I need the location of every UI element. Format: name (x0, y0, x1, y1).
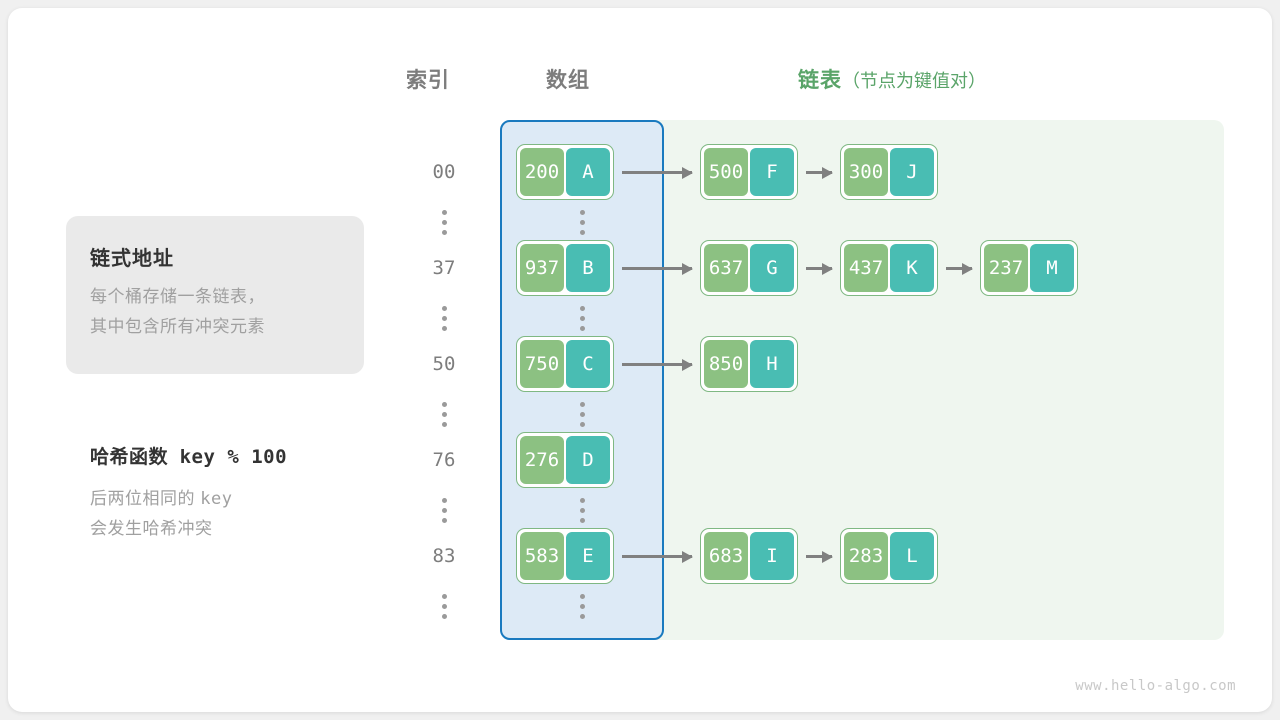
link-arrow (806, 166, 833, 179)
header-array: 数组 (546, 69, 590, 92)
header-linked-list: 链表（节点为键值对） (798, 64, 986, 94)
node-value: J (890, 148, 934, 196)
node-value: D (566, 436, 610, 484)
info-card-line-2: 其中包含所有冲突元素 (90, 317, 265, 336)
row-index-label: 83 (432, 545, 456, 567)
array-ellipsis (575, 402, 589, 428)
node-value: L (890, 532, 934, 580)
row-index-label: 37 (432, 257, 456, 279)
hash-function-line-1-mono: key (200, 489, 233, 509)
row-index-label: 00 (432, 161, 456, 183)
index-ellipsis (437, 306, 451, 332)
node-key: 583 (520, 532, 564, 580)
array-ellipsis (575, 594, 589, 620)
node-value: C (566, 340, 610, 388)
index-ellipsis (437, 498, 451, 524)
hash-function-line-1-prefix: 后两位相同的 (90, 489, 195, 508)
node-value: A (566, 148, 610, 196)
node-key: 237 (984, 244, 1028, 292)
index-ellipsis (437, 594, 451, 620)
link-arrow (622, 550, 693, 563)
node-value: I (750, 532, 794, 580)
node-value: F (750, 148, 794, 196)
node-key: 937 (520, 244, 564, 292)
index-ellipsis (437, 402, 451, 428)
hash-function-body: 后两位相同的 key 会发生哈希冲突 (90, 484, 232, 544)
link-arrow (806, 550, 833, 563)
node-value: E (566, 532, 610, 580)
node-value: B (566, 244, 610, 292)
node-key: 300 (844, 148, 888, 196)
link-arrow (622, 358, 693, 371)
node-key: 200 (520, 148, 564, 196)
array-ellipsis (575, 210, 589, 236)
node-value: G (750, 244, 794, 292)
hash-function-label: 哈希函数 (90, 447, 169, 468)
header-linked-list-label: 链表 (798, 69, 842, 92)
hash-function-line-2: 会发生哈希冲突 (90, 519, 213, 538)
info-card-line-1: 每个桶存储一条链表， (90, 287, 265, 306)
node-value: K (890, 244, 934, 292)
array-ellipsis (575, 498, 589, 524)
header-linked-list-note: （节点为键值对） (842, 71, 986, 91)
node-key: 500 (704, 148, 748, 196)
watermark: www.hello-algo.com (1075, 678, 1236, 694)
hash-function-title: 哈希函数 key % 100 (90, 442, 287, 469)
node-key: 437 (844, 244, 888, 292)
node-value: H (750, 340, 794, 388)
diagram-canvas: 索引 数组 链表（节点为键值对） 链式地址 每个桶存储一条链表， 其中包含所有冲… (8, 8, 1272, 712)
node-key: 276 (520, 436, 564, 484)
hash-function-formula: key % 100 (179, 446, 288, 468)
node-key: 683 (704, 532, 748, 580)
node-key: 850 (704, 340, 748, 388)
node-key: 637 (704, 244, 748, 292)
node-key: 750 (520, 340, 564, 388)
row-index-label: 76 (432, 449, 456, 471)
link-arrow (806, 262, 833, 275)
index-ellipsis (437, 210, 451, 236)
link-arrow (946, 262, 973, 275)
info-card: 链式地址 每个桶存储一条链表， 其中包含所有冲突元素 (66, 216, 364, 374)
info-card-body: 每个桶存储一条链表， 其中包含所有冲突元素 (90, 282, 265, 342)
link-arrow (622, 262, 693, 275)
node-key: 283 (844, 532, 888, 580)
header-index: 索引 (406, 69, 450, 92)
info-card-title: 链式地址 (90, 248, 174, 270)
hash-function-line-1: 后两位相同的 key (90, 484, 232, 514)
array-ellipsis (575, 306, 589, 332)
link-arrow (622, 166, 693, 179)
row-index-label: 50 (432, 353, 456, 375)
node-value: M (1030, 244, 1074, 292)
